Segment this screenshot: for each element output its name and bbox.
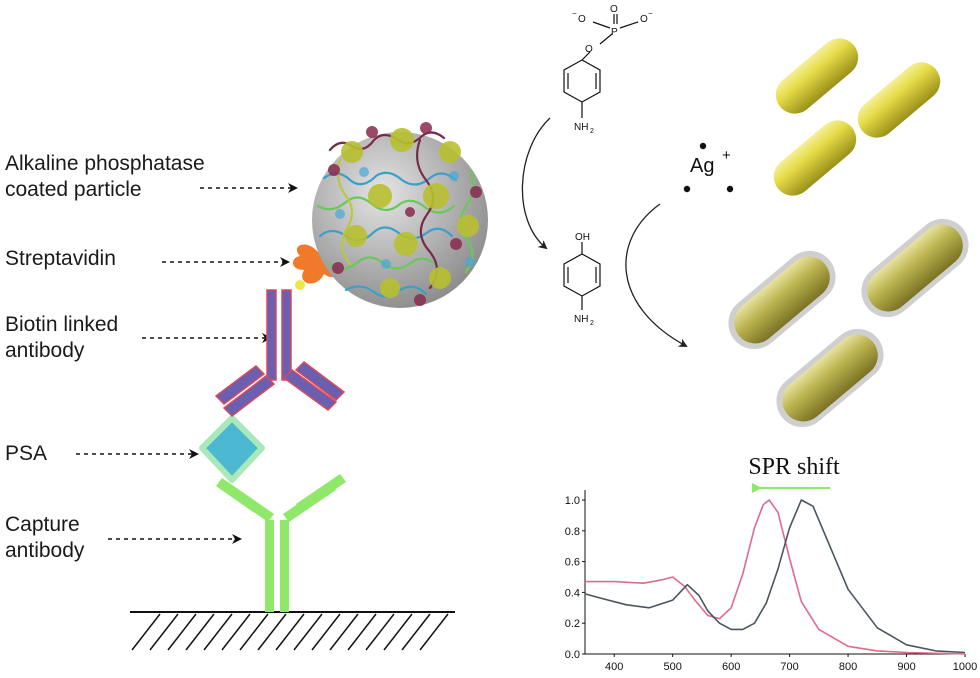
chem-o-bridge: O xyxy=(585,44,593,55)
label-arrows xyxy=(76,183,298,544)
spectrum-series-2 xyxy=(584,499,966,654)
label-biotin-linked: Biotin linked xyxy=(5,313,119,336)
silver-ion: Ag + xyxy=(683,142,734,193)
chem-amine-2-sub: 2 xyxy=(590,320,594,327)
x-tick-label: 700 xyxy=(780,661,798,673)
x-tick-label: 900 xyxy=(897,661,915,673)
chem-hydroxyl: OH xyxy=(575,232,590,243)
chemical-structures xyxy=(563,14,639,310)
svg-text:−: − xyxy=(572,9,577,18)
chem-o-minus-right: O xyxy=(640,14,648,25)
surface xyxy=(130,611,455,651)
label-capture-antibody: antibody xyxy=(5,539,85,562)
arrow-silver-deposition xyxy=(625,203,688,347)
y-tick-label: 0.2 xyxy=(565,618,580,630)
x-tick-label: 1000 xyxy=(953,661,977,673)
chem-amine-1-sub: 2 xyxy=(590,128,594,135)
silver-coated-nanorods xyxy=(728,218,969,428)
label-psa: PSA xyxy=(5,442,48,465)
biotin-antibody xyxy=(214,289,346,417)
capture-antibody xyxy=(216,474,346,612)
chem-phosphorus: P xyxy=(611,27,618,38)
psa-antigen xyxy=(199,415,265,483)
x-tick-label: 800 xyxy=(839,661,857,673)
y-tick-label: 1.0 xyxy=(565,495,580,507)
label-capture: Capture xyxy=(5,513,80,536)
chem-o-top: O xyxy=(610,4,618,15)
label-alkaline-phosphatase: Alkaline phosphatase xyxy=(5,152,205,175)
x-tick-label: 400 xyxy=(605,661,623,673)
chem-amine-1: NH xyxy=(574,122,588,133)
y-tick-label: 0.8 xyxy=(565,526,580,538)
chem-amine-2: NH xyxy=(574,314,588,325)
x-tick-label: 600 xyxy=(722,661,740,673)
spr-spectrum-chart: SPR shift 400 500 600 700 800 900 1000 0.0 0.2 0.… xyxy=(565,454,978,673)
label-coated-particle: coated particle xyxy=(5,178,142,201)
chem-silver-charge: + xyxy=(722,147,731,164)
gold-nanorods xyxy=(773,38,941,196)
chem-o-minus-left: O xyxy=(578,14,586,25)
chemical-labels: O − O P O − O NH 2 OH NH 2 xyxy=(572,4,653,327)
label-streptavidin: Streptavidin xyxy=(5,247,116,270)
label-biotin-antibody: antibody xyxy=(5,339,85,362)
spectrum-series-1 xyxy=(585,499,966,655)
y-tick-label: 0.0 xyxy=(565,649,580,661)
chart-title: SPR shift xyxy=(748,454,840,480)
chem-silver: Ag xyxy=(690,155,714,177)
enzyme-coated-particle xyxy=(312,122,488,308)
x-tick-label: 500 xyxy=(664,661,682,673)
arrow-dephosphorylation xyxy=(521,117,551,250)
svg-text:−: − xyxy=(648,9,653,18)
y-tick-label: 0.6 xyxy=(565,557,580,569)
biotin-dot xyxy=(295,280,305,290)
y-tick-label: 0.4 xyxy=(565,587,580,599)
